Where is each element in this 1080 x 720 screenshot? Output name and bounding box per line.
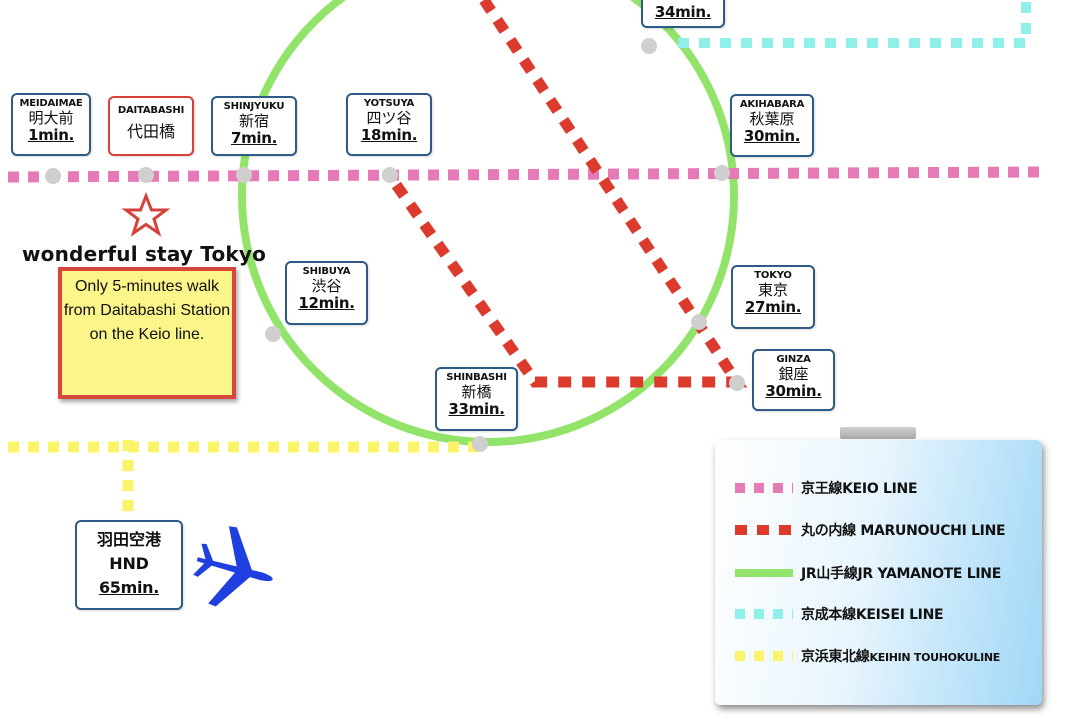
- station-name-jp: 新宿: [238, 112, 269, 130]
- legend-swatch-yamanote: [735, 569, 793, 577]
- legend-tab: [840, 427, 916, 439]
- keisei-line: [678, 0, 1031, 48]
- station-name-en: TOKYO: [754, 270, 792, 281]
- station-akihabara: AKIHABARA 秋葉原 30min.: [730, 94, 814, 157]
- legend-label-jp: 京浜東北線: [801, 649, 870, 665]
- legend-swatch-marunouchi: [735, 525, 793, 535]
- station-haneda: 羽田空港 HND 65min.: [75, 520, 183, 610]
- legend-label-en: KEIO LINE: [842, 481, 918, 497]
- station-name-en: SHINBASHI: [446, 372, 507, 383]
- keio-line: [7, 166, 1041, 183]
- station-dot-akihabara: [714, 165, 730, 181]
- station-top-partial: 34min.: [641, 0, 725, 28]
- travel-time: 7min.: [230, 129, 278, 147]
- station-tokyo: TOKYO 東京 27min.: [731, 265, 815, 329]
- legend-swatch-keio: [735, 483, 793, 493]
- station-ginza: GINZA 銀座 30min.: [752, 349, 835, 411]
- legend-label-jp: 京成本線: [801, 607, 856, 623]
- station-dot-ginza: [729, 375, 745, 391]
- station-meidaimae: MEIDAIMAE 明大前 1min.: [11, 93, 91, 156]
- station-name-en: DAITABASHI: [117, 105, 185, 116]
- station-code: HND: [109, 554, 149, 573]
- travel-time: 27min.: [744, 298, 802, 316]
- station-daitabashi: DAITABASHI 代田橋: [108, 96, 194, 156]
- legend-label-jp: JR山手線: [801, 566, 858, 582]
- travel-time: 34min.: [654, 3, 712, 21]
- travel-time: 30min.: [743, 127, 801, 145]
- station-shinjyuku: SHINJYUKU 新宿 7min.: [211, 96, 297, 156]
- legend-item-yamanote: JR山手線JR YAMANOTE LINE: [735, 563, 1001, 583]
- legend-label-jp: 丸の内線: [801, 523, 856, 539]
- legend-item-keio: 京王線KEIO LINE: [735, 478, 918, 498]
- travel-time: 65min.: [98, 578, 160, 597]
- station-dot-shibuya: [265, 326, 281, 342]
- station-name-jp: 銀座: [778, 365, 809, 383]
- legend-label-en: JR YAMANOTE LINE: [857, 566, 1002, 582]
- travel-time: 18min.: [360, 126, 418, 144]
- station-name-jp: 明大前: [28, 109, 74, 127]
- star-icon: [121, 191, 171, 237]
- legend-item-keihin: 京浜東北線KEIHIN TOUHOKULINE: [735, 646, 1000, 666]
- legend-label-en: KEISEI LINE: [855, 607, 944, 623]
- station-name-jp: 代田橋: [126, 122, 175, 141]
- yamanote-line: [238, 0, 738, 446]
- station-dot-tokyo: [691, 314, 707, 330]
- airplane-icon: [193, 526, 273, 607]
- station-shibuya: SHIBUYA 渋谷 12min.: [285, 261, 368, 325]
- legend: 京王線KEIO LINE 丸の内線 MARUNOUCHI LINE JR山手線J…: [715, 440, 1042, 705]
- hotel-note: Only 5-minutes walk from Daitabashi Stat…: [58, 267, 236, 399]
- legend-item-marunouchi: 丸の内線 MARUNOUCHI LINE: [735, 520, 1006, 540]
- station-name-jp: 渋谷: [311, 277, 342, 295]
- station-dot-shinbashi: [472, 436, 488, 452]
- station-shinbashi: SHINBASHI 新橋 33min.: [435, 367, 518, 431]
- station-name-en: AKIHABARA: [739, 99, 805, 110]
- station-name-en: MEIDAIMAE: [19, 98, 83, 109]
- legend-item-keisei: 京成本線KEISEI LINE: [735, 604, 944, 624]
- station-dot-shinjyuku: [236, 167, 252, 183]
- station-name-jp: 東京: [757, 281, 788, 299]
- station-yotsuya: YOTSUYA 四ツ谷 18min.: [346, 93, 432, 156]
- station-name-en: SHINJYUKU: [223, 101, 285, 112]
- station-name-en: GINZA: [776, 354, 811, 365]
- legend-label-en: MARUNOUCHI LINE: [860, 523, 1006, 539]
- station-name-jp: 羽田空港: [96, 530, 161, 549]
- station-dot-meidaimae: [45, 168, 61, 184]
- legend-label-jp: 京王線: [801, 481, 843, 497]
- travel-time: 30min.: [765, 382, 822, 400]
- hotel-title: wonderful stay Tokyo: [22, 242, 267, 266]
- station-dot-yotsuya: [382, 167, 398, 183]
- station-name-jp: 四ツ谷: [366, 109, 412, 127]
- station-name-en: YOTSUYA: [363, 98, 415, 109]
- travel-time: 33min.: [448, 400, 505, 418]
- station-name-en: SHIBUYA: [302, 266, 351, 277]
- legend-swatch-keihin: [735, 651, 793, 661]
- legend-label-en: KEIHIN TOUHOKULINE: [869, 651, 1001, 664]
- station-dot-top: [641, 38, 657, 54]
- station-dot-daitabashi: [138, 167, 154, 183]
- travel-time: 12min.: [298, 294, 355, 312]
- travel-time: 1min.: [27, 126, 75, 144]
- marunouchi-line: [385, 0, 748, 388]
- station-name-jp: 新橋: [461, 383, 492, 401]
- station-name-jp: 秋葉原: [749, 110, 795, 128]
- legend-swatch-keisei: [735, 609, 793, 619]
